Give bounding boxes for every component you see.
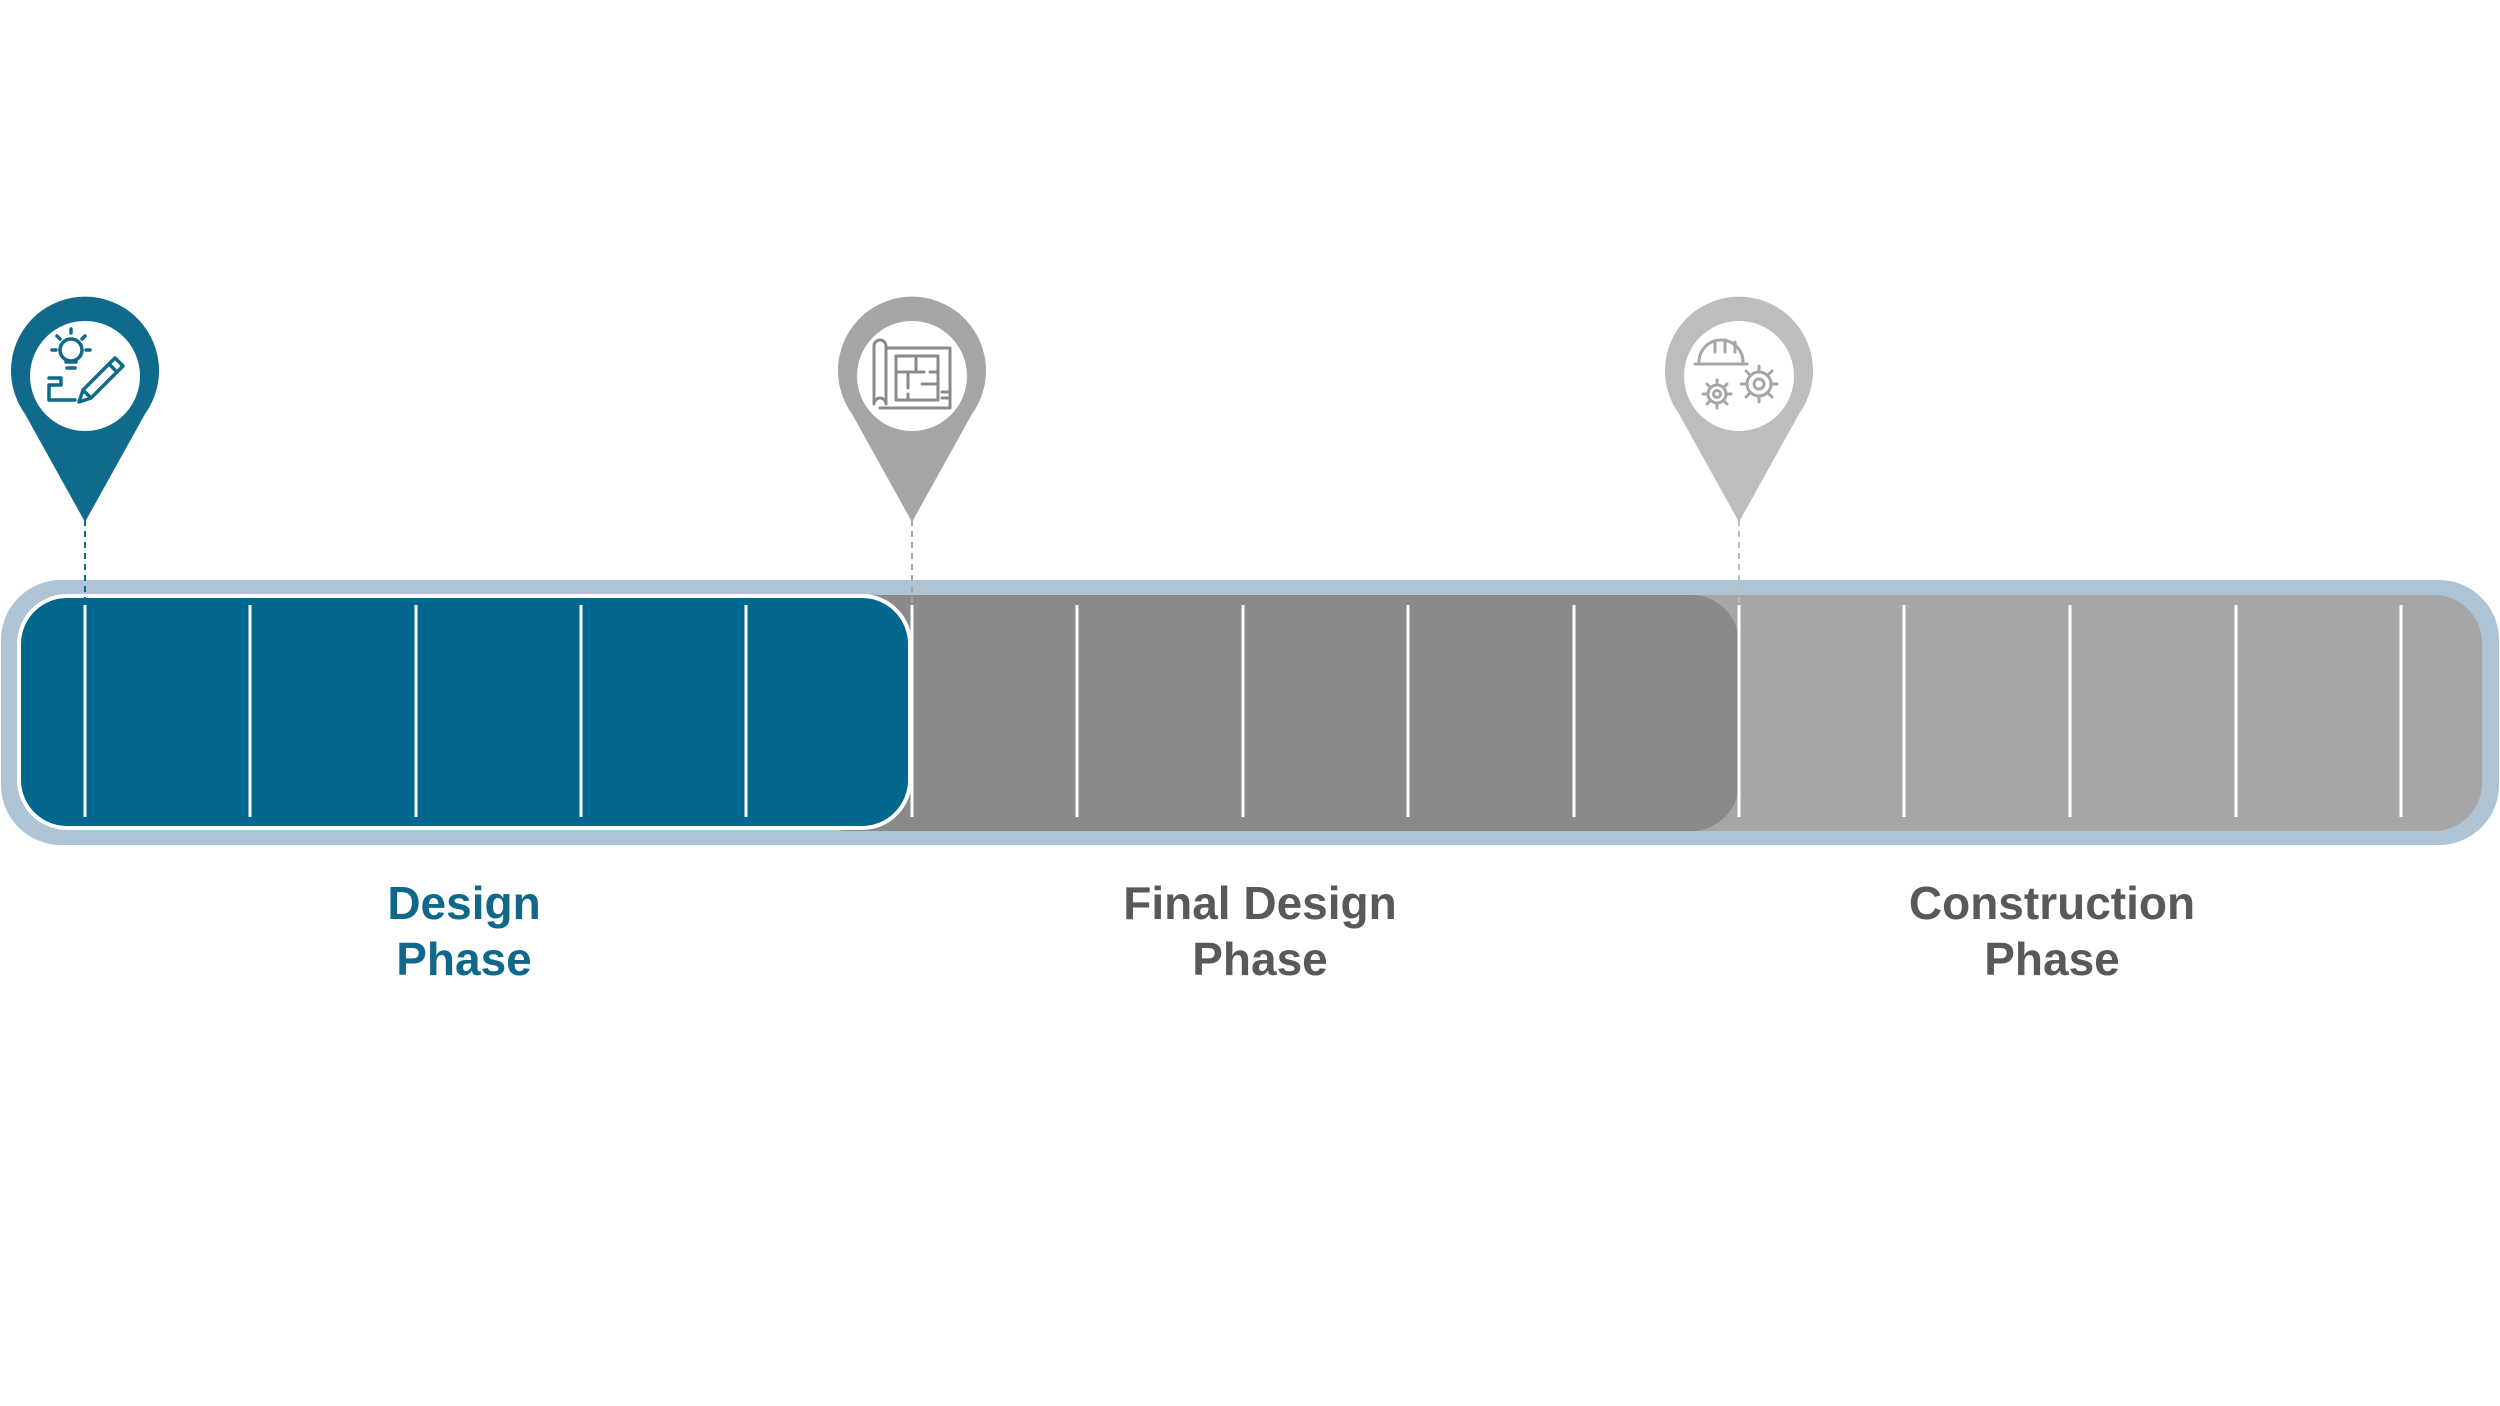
final-design-phase-pin bbox=[838, 296, 986, 522]
phase-label-line1: Design bbox=[387, 877, 541, 929]
phase-label-line1: Final Design bbox=[1123, 877, 1397, 929]
phase-label-line2: Phase bbox=[1984, 933, 2120, 985]
segment-construction bbox=[1600, 595, 2482, 831]
phase-label-line1: Construction bbox=[1908, 877, 2196, 929]
design-phase-label: Design Phase bbox=[204, 875, 724, 987]
lightbulb-pencil-icon bbox=[47, 327, 125, 404]
tick-dividers bbox=[83, 605, 2403, 817]
phase-label-line2: Phase bbox=[396, 933, 532, 985]
phase-label-line2: Phase bbox=[1192, 933, 1328, 985]
construction-phase-pin bbox=[1665, 296, 1813, 522]
segment-design bbox=[17, 594, 912, 830]
blueprint-icon bbox=[872, 338, 952, 410]
design-phase-pin bbox=[11, 296, 160, 522]
construction-phase-label: Construction Phase bbox=[1792, 875, 2312, 987]
segment-final-design bbox=[800, 595, 1739, 831]
final-design-phase-label: Final Design Phase bbox=[1000, 875, 1520, 987]
pin-icon-circle bbox=[1684, 321, 1794, 431]
pin-icon-circle bbox=[30, 321, 140, 431]
hardhat-gears-icon bbox=[1693, 338, 1779, 410]
